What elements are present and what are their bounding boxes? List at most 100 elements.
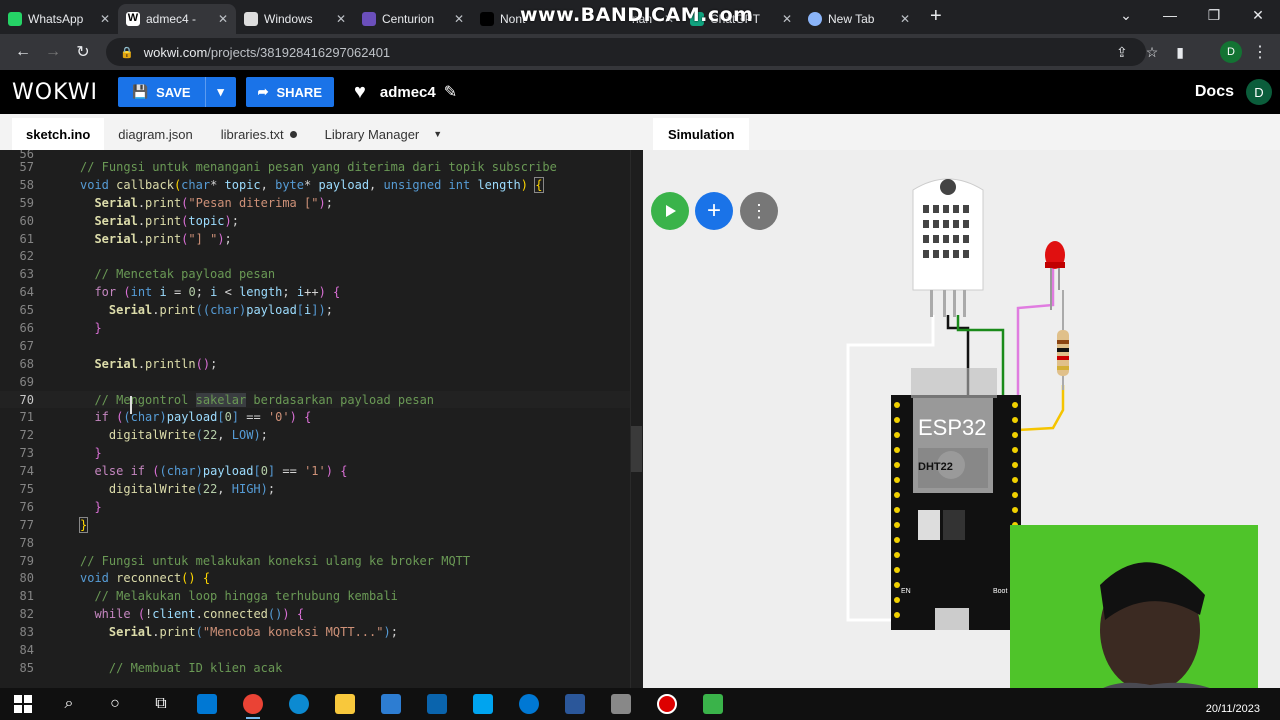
app-icon[interactable] [690,688,736,720]
text-cursor-icon [130,396,132,414]
tab-libraries-txt[interactable]: libraries.txt [207,118,311,150]
docs-link[interactable]: Docs [1194,83,1234,100]
heart-icon[interactable]: ♥ [354,80,366,103]
save-dropdown-icon[interactable]: ▾ [217,84,224,99]
en-pin-label: EN [901,588,911,595]
browser-tab-windows[interactable]: Windows ✕ [236,4,354,34]
forward-icon[interactable]: → [45,43,61,60]
new-tab-button[interactable]: + [930,5,942,27]
save-label: SAVE [156,84,191,100]
close-icon[interactable]: ✕ [453,12,464,26]
url-field[interactable]: 🔒 wokwi.com/projects/381928416297062401 [106,38,1146,66]
close-icon[interactable]: ✕ [217,12,228,26]
close-window-icon[interactable]: ✕ [1252,6,1264,23]
user-avatar[interactable]: D [1246,79,1272,105]
minimize-icon[interactable]: — [1163,7,1177,23]
app-icon[interactable] [598,688,644,720]
code-line: 69 [19,374,34,389]
code-line: 82 while (!client.connected()) { [19,607,305,622]
tab-sketch-ino[interactable]: sketch.ino [12,118,105,150]
code-line: 56 [19,150,34,158]
side-panel-icon[interactable]: ▮ [1176,43,1184,60]
browser-tab-whatsapp[interactable]: WhatsApp ✕ [0,4,118,34]
close-icon[interactable]: ✕ [663,12,674,26]
browser-tab-wokwi[interactable]: W admec4 - ✕ [118,4,236,34]
code-line: 60 Serial.print(topic); [19,213,239,228]
simulation-canvas[interactable]: + ⋮ [643,150,1280,688]
tab-search-icon[interactable]: ⌄ [1120,6,1132,23]
bandicam-record-icon[interactable] [644,688,690,720]
code-line: 66 } [19,320,102,335]
browser-tab-strip: WhatsApp ✕ W admec4 - ✕ Windows ✕ Centur… [0,0,1280,34]
caret-down-icon: ▼ [433,129,443,139]
add-part-button[interactable]: + [695,192,733,230]
tab-title: WhatsApp [28,12,84,26]
app-icon[interactable] [506,688,552,720]
mail-icon[interactable] [414,688,460,720]
lock-icon: 🔒 [120,46,134,59]
wokwi-logo[interactable]: WOKWI [12,79,98,105]
editor-scrollbar[interactable] [630,150,643,688]
browser-menu-icon[interactable]: ⋮ [1252,44,1268,61]
start-simulation-button[interactable] [651,192,689,230]
back-icon[interactable]: ← [15,43,31,60]
code-area[interactable]: 56 57// Fungsi untuk menangani pesan yan… [0,150,630,688]
circuit-diagram: DHT22 ESP32 EN Boot [846,178,1069,630]
store-icon[interactable] [368,688,414,720]
edit-pencil-icon[interactable]: ✎ [443,84,458,101]
task-view-icon[interactable]: ⧉ [155,695,167,712]
chatgpt-icon [690,12,704,26]
share-page-icon[interactable]: ⇪ [1115,43,1128,60]
simulation-tabs: Simulation [643,114,1280,150]
restore-icon[interactable]: ❐ [1207,6,1221,23]
code-line: 68 Serial.println(); [19,356,218,371]
tab-simulation[interactable]: Simulation [653,118,750,150]
editor-scroll-thumb[interactable] [631,426,642,472]
esp32-board [891,368,1021,630]
url-path: /projects/381928416297062401 [207,44,391,60]
browser-tab-centurion[interactable]: Centurion ✕ [354,4,472,34]
start-button[interactable] [0,688,46,720]
boot-pin-label: Boot [993,588,1007,595]
presenter-silhouette [1080,562,1245,710]
cortana-icon[interactable]: ○ [110,695,120,712]
word-icon[interactable] [552,688,598,720]
red-led [1045,241,1065,310]
code-line: 85 // Membuat ID klien acak [19,660,283,675]
file-explorer-icon[interactable] [322,688,368,720]
tab-title: Centurion [382,12,435,26]
close-icon[interactable]: ✕ [781,12,792,26]
bookmark-star-icon[interactable]: ☆ [1145,43,1159,60]
profile-avatar[interactable]: D [1220,41,1242,63]
edge-icon[interactable] [276,688,322,720]
tab-label: Simulation [668,126,735,142]
wire-white [846,315,935,622]
wire-yellow [1017,385,1065,432]
code-line: 84 [19,642,34,657]
save-button[interactable]: 💾SAVE ▾ [117,77,236,107]
wokwi-favicon-icon: W [126,12,140,26]
close-icon[interactable]: ✕ [899,12,910,26]
code-line-current: 70 // Mengontrol sakelar berdasarkan pay… [0,390,630,409]
close-icon[interactable]: ✕ [99,12,110,26]
chrome-icon[interactable] [230,688,276,720]
wire-green [956,315,1005,415]
more-options-button[interactable]: ⋮ [740,192,778,230]
search-icon[interactable]: ⌕ [64,695,74,712]
tab-library-manager[interactable]: Library Manager▼ [311,118,457,150]
project-name[interactable]: admec4 [379,83,436,101]
close-icon[interactable]: ✕ [335,12,346,26]
code-editor-panel: sketch.ino diagram.json libraries.txt Li… [0,114,643,688]
more-vertical-icon: ⋮ [750,200,768,221]
browser-tab-chatgpt[interactable]: ChatGPT ✕ [682,4,800,34]
app-icon[interactable] [460,688,506,720]
share-button[interactable]: ➦ SHARE [245,77,334,107]
vscode-icon[interactable] [184,688,230,720]
reload-icon[interactable]: ↻ [76,44,90,61]
browser-tab-nont[interactable]: Nont nan ✕ [472,4,682,34]
browser-tab-newtab[interactable]: New Tab ✕ [800,4,918,34]
tab-diagram-json[interactable]: diagram.json [104,118,206,150]
wokwi-header: WOKWI 💾SAVE ▾ ➦ SHARE ♥ admec4 ✎ Docs D [0,70,1280,114]
